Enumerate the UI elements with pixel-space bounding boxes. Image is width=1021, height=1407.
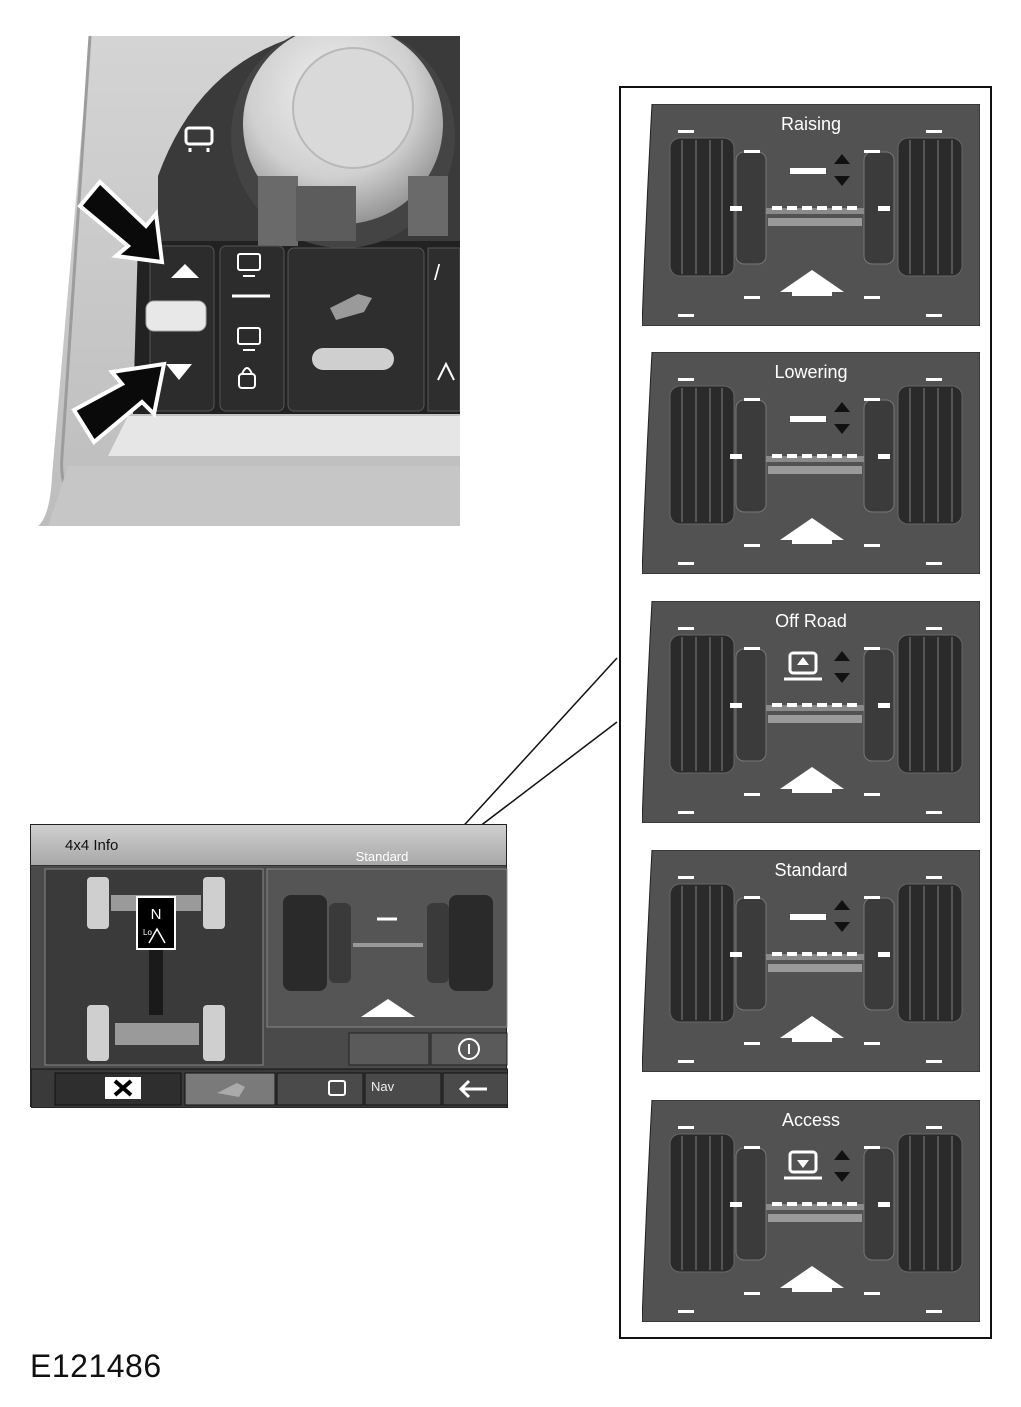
raise-indicator-icon	[834, 900, 850, 910]
lower-indicator-icon	[834, 1172, 850, 1182]
screen-header: 4x4 Info	[31, 825, 506, 866]
mode-label: Raising	[780, 114, 842, 134]
left-outer-wheel	[669, 1133, 735, 1273]
vehicle-mode-icon	[184, 126, 214, 152]
left-outer-wheel	[669, 385, 735, 525]
right-outer-wheel	[897, 1133, 963, 1273]
direction-arrow-icon	[780, 1266, 844, 1288]
access-vehicle-icon	[788, 1150, 818, 1174]
axle	[766, 1204, 864, 1210]
mode-label: Standard	[774, 860, 848, 880]
lower-arrow-icon	[166, 364, 192, 380]
height-bar	[768, 218, 862, 226]
mode-tile-access: Access	[642, 1100, 980, 1322]
left-outer-wheel	[669, 137, 735, 277]
direction-arrow-icon	[780, 270, 844, 292]
mode-label: Off Road	[775, 611, 847, 631]
figure-id: E121486	[30, 1348, 162, 1384]
pointer-arrow-upper	[77, 179, 165, 265]
axle-view-button[interactable]	[348, 1032, 430, 1066]
mode-tile-raising: Raising	[642, 104, 980, 326]
right-outer-wheel	[897, 634, 963, 774]
direction-arrow-icon	[780, 1016, 844, 1038]
axle	[766, 705, 864, 711]
mode-label: Lowering	[774, 362, 848, 382]
lower-indicator-icon	[834, 424, 850, 434]
mode-tile-offroad: Off Road	[642, 601, 980, 823]
axle	[766, 456, 864, 462]
lower-indicator-icon	[834, 176, 850, 186]
raise-indicator-icon	[834, 1150, 850, 1160]
height-bar	[768, 466, 862, 474]
lower-indicator-icon	[834, 673, 850, 683]
back-button[interactable]	[442, 1072, 508, 1106]
svg-text:/: /	[434, 260, 441, 285]
info-icon	[458, 1038, 480, 1060]
direction-arrow-icon	[780, 518, 844, 540]
raise-indicator-icon	[834, 154, 850, 164]
mode-label: Access	[781, 1110, 841, 1130]
up-arrow-icon	[797, 657, 809, 665]
back-icon	[458, 1079, 487, 1099]
down-arrow-icon	[797, 1160, 809, 1168]
height-control-console: /	[38, 36, 460, 526]
axle	[766, 208, 864, 214]
level-indicator	[790, 914, 826, 920]
mini-wheels	[283, 895, 493, 1017]
access-height-icon	[237, 327, 261, 351]
screen-content: N Lo	[31, 868, 508, 1108]
nav-label: Nav	[371, 1079, 395, 1094]
mode-tile-lowering: Lowering	[642, 352, 980, 574]
nav-tab[interactable]	[364, 1072, 442, 1106]
terrain-response-button[interactable]	[287, 247, 425, 412]
vehicle-tab[interactable]	[276, 1072, 364, 1106]
height-bar	[768, 964, 862, 972]
lower-indicator-icon	[834, 922, 850, 932]
mini-mode-label: Standard	[355, 849, 409, 864]
terrain-response-icon	[217, 1083, 245, 1097]
right-outer-wheel	[897, 385, 963, 525]
height-bar	[768, 715, 862, 723]
axle	[766, 954, 864, 960]
raise-indicator-icon	[834, 651, 850, 661]
transfer-box-indicator	[136, 896, 176, 950]
offroad-height-icon	[237, 253, 261, 277]
screen-title: 4x4 Info	[65, 837, 119, 854]
height-toggle-switch[interactable]	[145, 300, 207, 332]
left-outer-wheel	[669, 634, 735, 774]
lock-icon	[238, 367, 256, 389]
raise-indicator-icon	[834, 402, 850, 412]
4x4-info-screen: 4x4 Info N Lo	[30, 824, 508, 1108]
left-outer-wheel	[669, 883, 735, 1023]
offroad-vehicle-icon	[788, 651, 818, 675]
right-outer-wheel	[897, 883, 963, 1023]
raise-arrow-icon	[171, 264, 199, 278]
range-indicator: Lo	[143, 928, 152, 937]
level-indicator	[790, 416, 826, 422]
mode-tile-standard: Standard	[642, 850, 980, 1072]
gear-indicator: N	[151, 906, 162, 923]
pointer-arrow-lower	[71, 361, 167, 446]
vehicle-icon	[328, 1080, 346, 1096]
right-outer-wheel	[897, 137, 963, 277]
direction-arrow-icon	[780, 767, 844, 789]
level-indicator	[790, 168, 826, 174]
terrain-response-icon	[330, 294, 372, 320]
mountain-icon	[148, 927, 166, 944]
height-bar	[768, 1214, 862, 1222]
